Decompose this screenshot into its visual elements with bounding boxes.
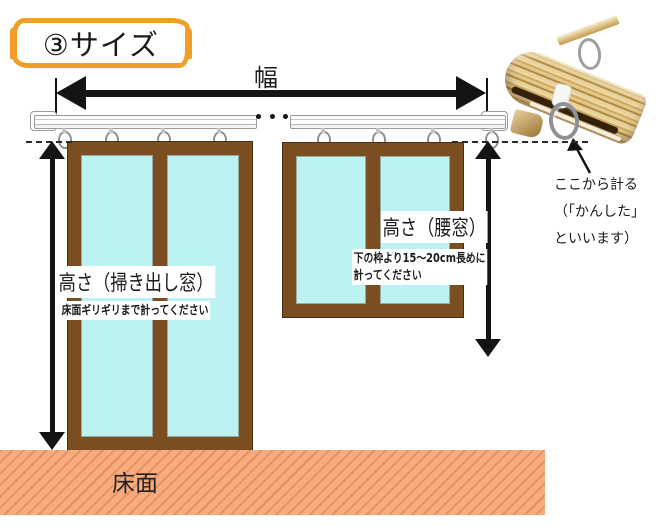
runner-ring-top-icon [575, 36, 604, 72]
tall-height-arrowhead-top-icon [39, 141, 65, 159]
measure-reference-dashed-line-right [452, 141, 588, 143]
width-arrow-shaft [82, 90, 458, 97]
tall-window-height-label: 高さ（掃き出し窓） [57, 266, 216, 298]
tall-height-arrow-shaft [50, 156, 55, 435]
title-frame: ③サイズ [12, 18, 190, 68]
width-arrowhead-right-icon [456, 76, 486, 110]
photo-caption-line2: （「かんした」 [554, 204, 645, 220]
width-end-tick-right [486, 78, 488, 113]
floor-surface [0, 450, 545, 515]
waist-note-line1: 下の枠より15～20cm長めに [353, 251, 486, 265]
rail-bracket-arm [509, 108, 545, 140]
waist-window-height-label: 高さ（腰窓） [381, 211, 488, 243]
photo-caption-line1: ここから計る [554, 177, 638, 193]
tall-window-height-note: 床面ギリギリまで計ってください [60, 301, 211, 320]
waist-note-line2: 計ってください [353, 268, 422, 282]
page-title: ③サイズ [42, 28, 160, 62]
photo-caption: ここから計る （「かんした」 といいます） [554, 172, 660, 253]
pointer-arrow-icon [567, 138, 592, 174]
tall-height-arrowhead-bottom-icon [39, 432, 65, 450]
rail-continuation-dots-icon [256, 114, 288, 119]
curtain-rail-left-segment [34, 115, 257, 129]
width-label: 幅 [254, 64, 278, 92]
width-arrowhead-left-icon [56, 76, 86, 110]
rail-bracket-photo [496, 15, 660, 156]
waist-height-arrowhead-top-icon [475, 141, 501, 159]
waist-window-height-note: 下の枠より15～20cm長めに 計ってください [352, 249, 488, 285]
waist-height-arrowhead-bottom-icon [475, 339, 501, 357]
photo-caption-line3: といいます） [554, 231, 638, 247]
curtain-rail-right-segment [290, 115, 506, 129]
waist-height-arrow-shaft [486, 156, 491, 341]
floor-label: 床面 [112, 471, 158, 497]
